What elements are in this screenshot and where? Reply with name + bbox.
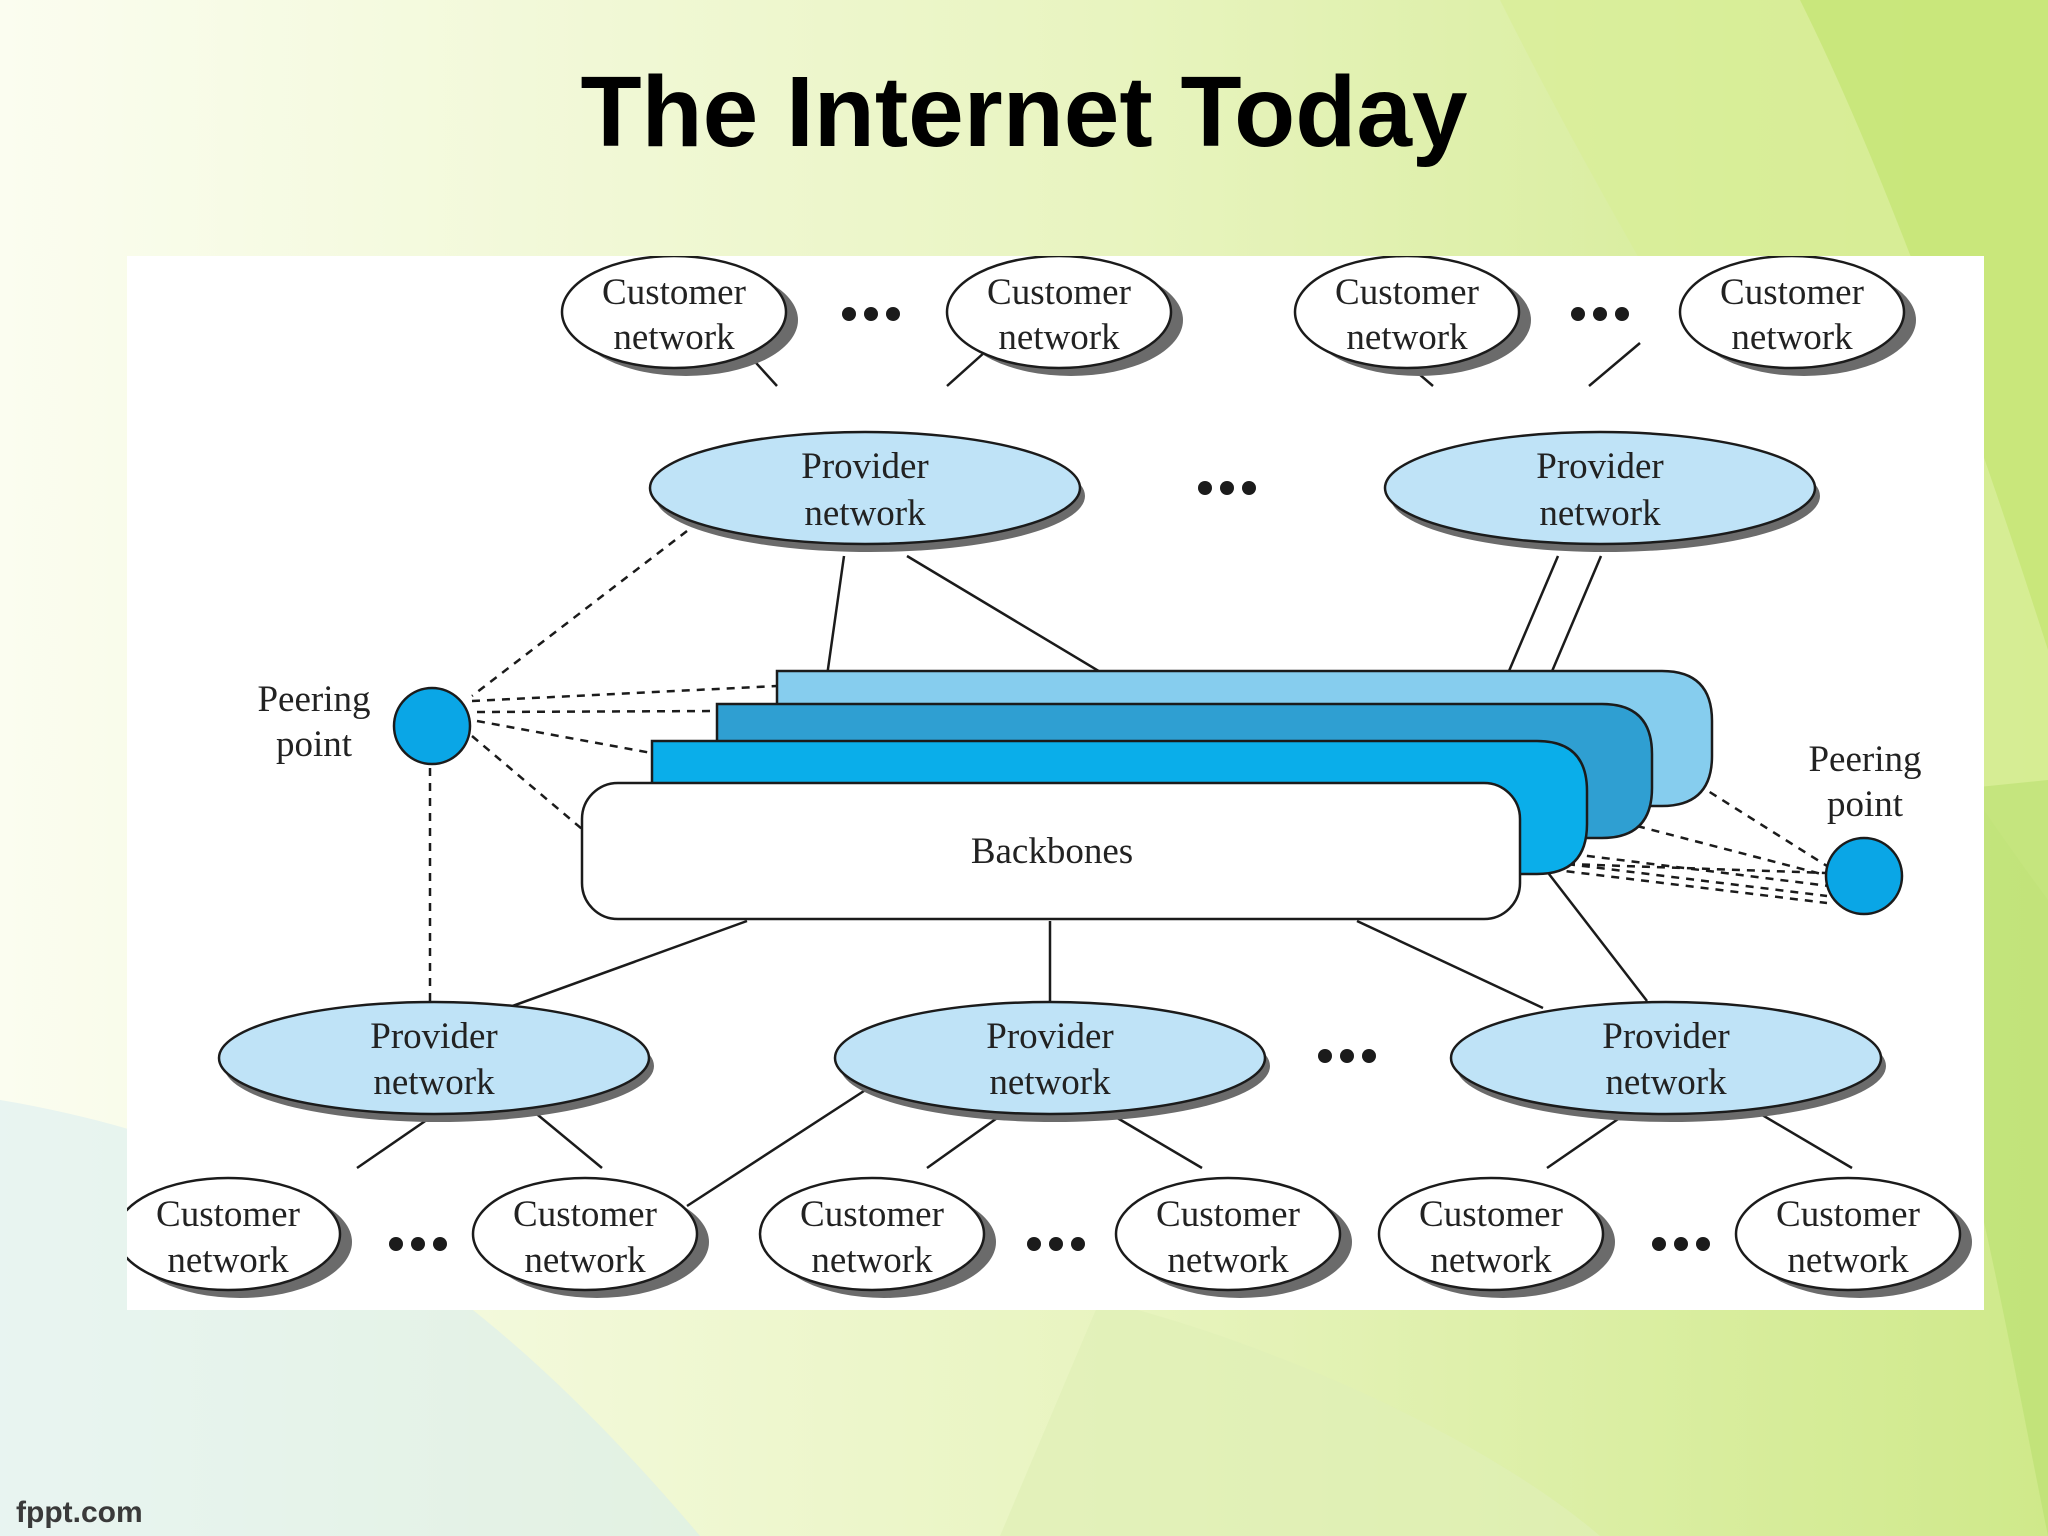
svg-text:Customer: Customer bbox=[1720, 272, 1864, 313]
customer-network: Customer network bbox=[560, 256, 798, 376]
svg-text:network: network bbox=[804, 493, 926, 534]
svg-text:Peering: Peering bbox=[1808, 739, 1921, 780]
provider-network: Provider network bbox=[648, 430, 1085, 552]
customer-network: Customer network bbox=[1293, 256, 1531, 376]
svg-text:point: point bbox=[1827, 784, 1904, 825]
svg-text:Customer: Customer bbox=[513, 1194, 657, 1235]
backbones-label: Backbones bbox=[971, 831, 1133, 872]
svg-text:Customer: Customer bbox=[800, 1194, 944, 1235]
svg-text:network: network bbox=[1605, 1062, 1727, 1103]
customer-network: Customer network bbox=[1734, 1176, 1972, 1298]
footer-brand: fppt.com bbox=[16, 1496, 143, 1529]
customer-network: Customer network bbox=[758, 1176, 996, 1298]
svg-text:network: network bbox=[373, 1062, 495, 1103]
svg-text:network: network bbox=[811, 1240, 933, 1281]
svg-text:Customer: Customer bbox=[1419, 1194, 1563, 1235]
svg-text:Peering: Peering bbox=[257, 679, 370, 720]
customer-network: Customer network bbox=[1678, 256, 1916, 376]
svg-text:Customer: Customer bbox=[1776, 1194, 1920, 1235]
provider-network: Provider network bbox=[1449, 1000, 1886, 1122]
svg-text:Provider: Provider bbox=[370, 1016, 497, 1057]
svg-text:Customer: Customer bbox=[1335, 272, 1479, 313]
provider-network: Provider network bbox=[833, 1000, 1270, 1122]
customer-network: Customer network bbox=[127, 1176, 352, 1298]
svg-text:Provider: Provider bbox=[986, 1016, 1113, 1057]
internet-diagram: Backbones Peering point Peering point Cu… bbox=[127, 256, 1972, 1298]
svg-text:network: network bbox=[1430, 1240, 1552, 1281]
svg-text:network: network bbox=[998, 317, 1120, 358]
svg-text:Customer: Customer bbox=[987, 272, 1131, 313]
backbone-main bbox=[580, 781, 1522, 921]
svg-text:network: network bbox=[1787, 1240, 1909, 1281]
svg-text:network: network bbox=[1539, 493, 1661, 534]
svg-text:Customer: Customer bbox=[1156, 1194, 1300, 1235]
customer-network: Customer network bbox=[471, 1176, 709, 1298]
peering-point-left: Peering point bbox=[257, 679, 472, 766]
svg-text:network: network bbox=[989, 1062, 1111, 1103]
svg-text:network: network bbox=[1167, 1240, 1289, 1281]
svg-text:Customer: Customer bbox=[602, 272, 746, 313]
ellipsis-dots bbox=[389, 307, 1710, 1251]
svg-text:Provider: Provider bbox=[801, 446, 928, 487]
svg-text:network: network bbox=[1731, 317, 1853, 358]
backbones: Backbones bbox=[580, 669, 1714, 921]
svg-text:network: network bbox=[1346, 317, 1468, 358]
svg-text:network: network bbox=[613, 317, 735, 358]
provider-network: Provider network bbox=[217, 1000, 654, 1122]
svg-text:Customer: Customer bbox=[156, 1194, 300, 1235]
svg-text:point: point bbox=[276, 724, 353, 765]
provider-network: Provider network bbox=[1383, 430, 1820, 552]
svg-text:Provider: Provider bbox=[1602, 1016, 1729, 1057]
customer-network: Customer network bbox=[945, 256, 1183, 376]
svg-text:network: network bbox=[167, 1240, 289, 1281]
svg-text:Provider: Provider bbox=[1536, 446, 1663, 487]
svg-text:network: network bbox=[524, 1240, 646, 1281]
customer-network: Customer network bbox=[1377, 1176, 1615, 1298]
peering-point-right: Peering point bbox=[1808, 739, 1922, 916]
slide-title: The Internet Today bbox=[580, 56, 1468, 168]
customer-network: Customer network bbox=[1114, 1176, 1352, 1298]
peering-links bbox=[428, 530, 1830, 1004]
